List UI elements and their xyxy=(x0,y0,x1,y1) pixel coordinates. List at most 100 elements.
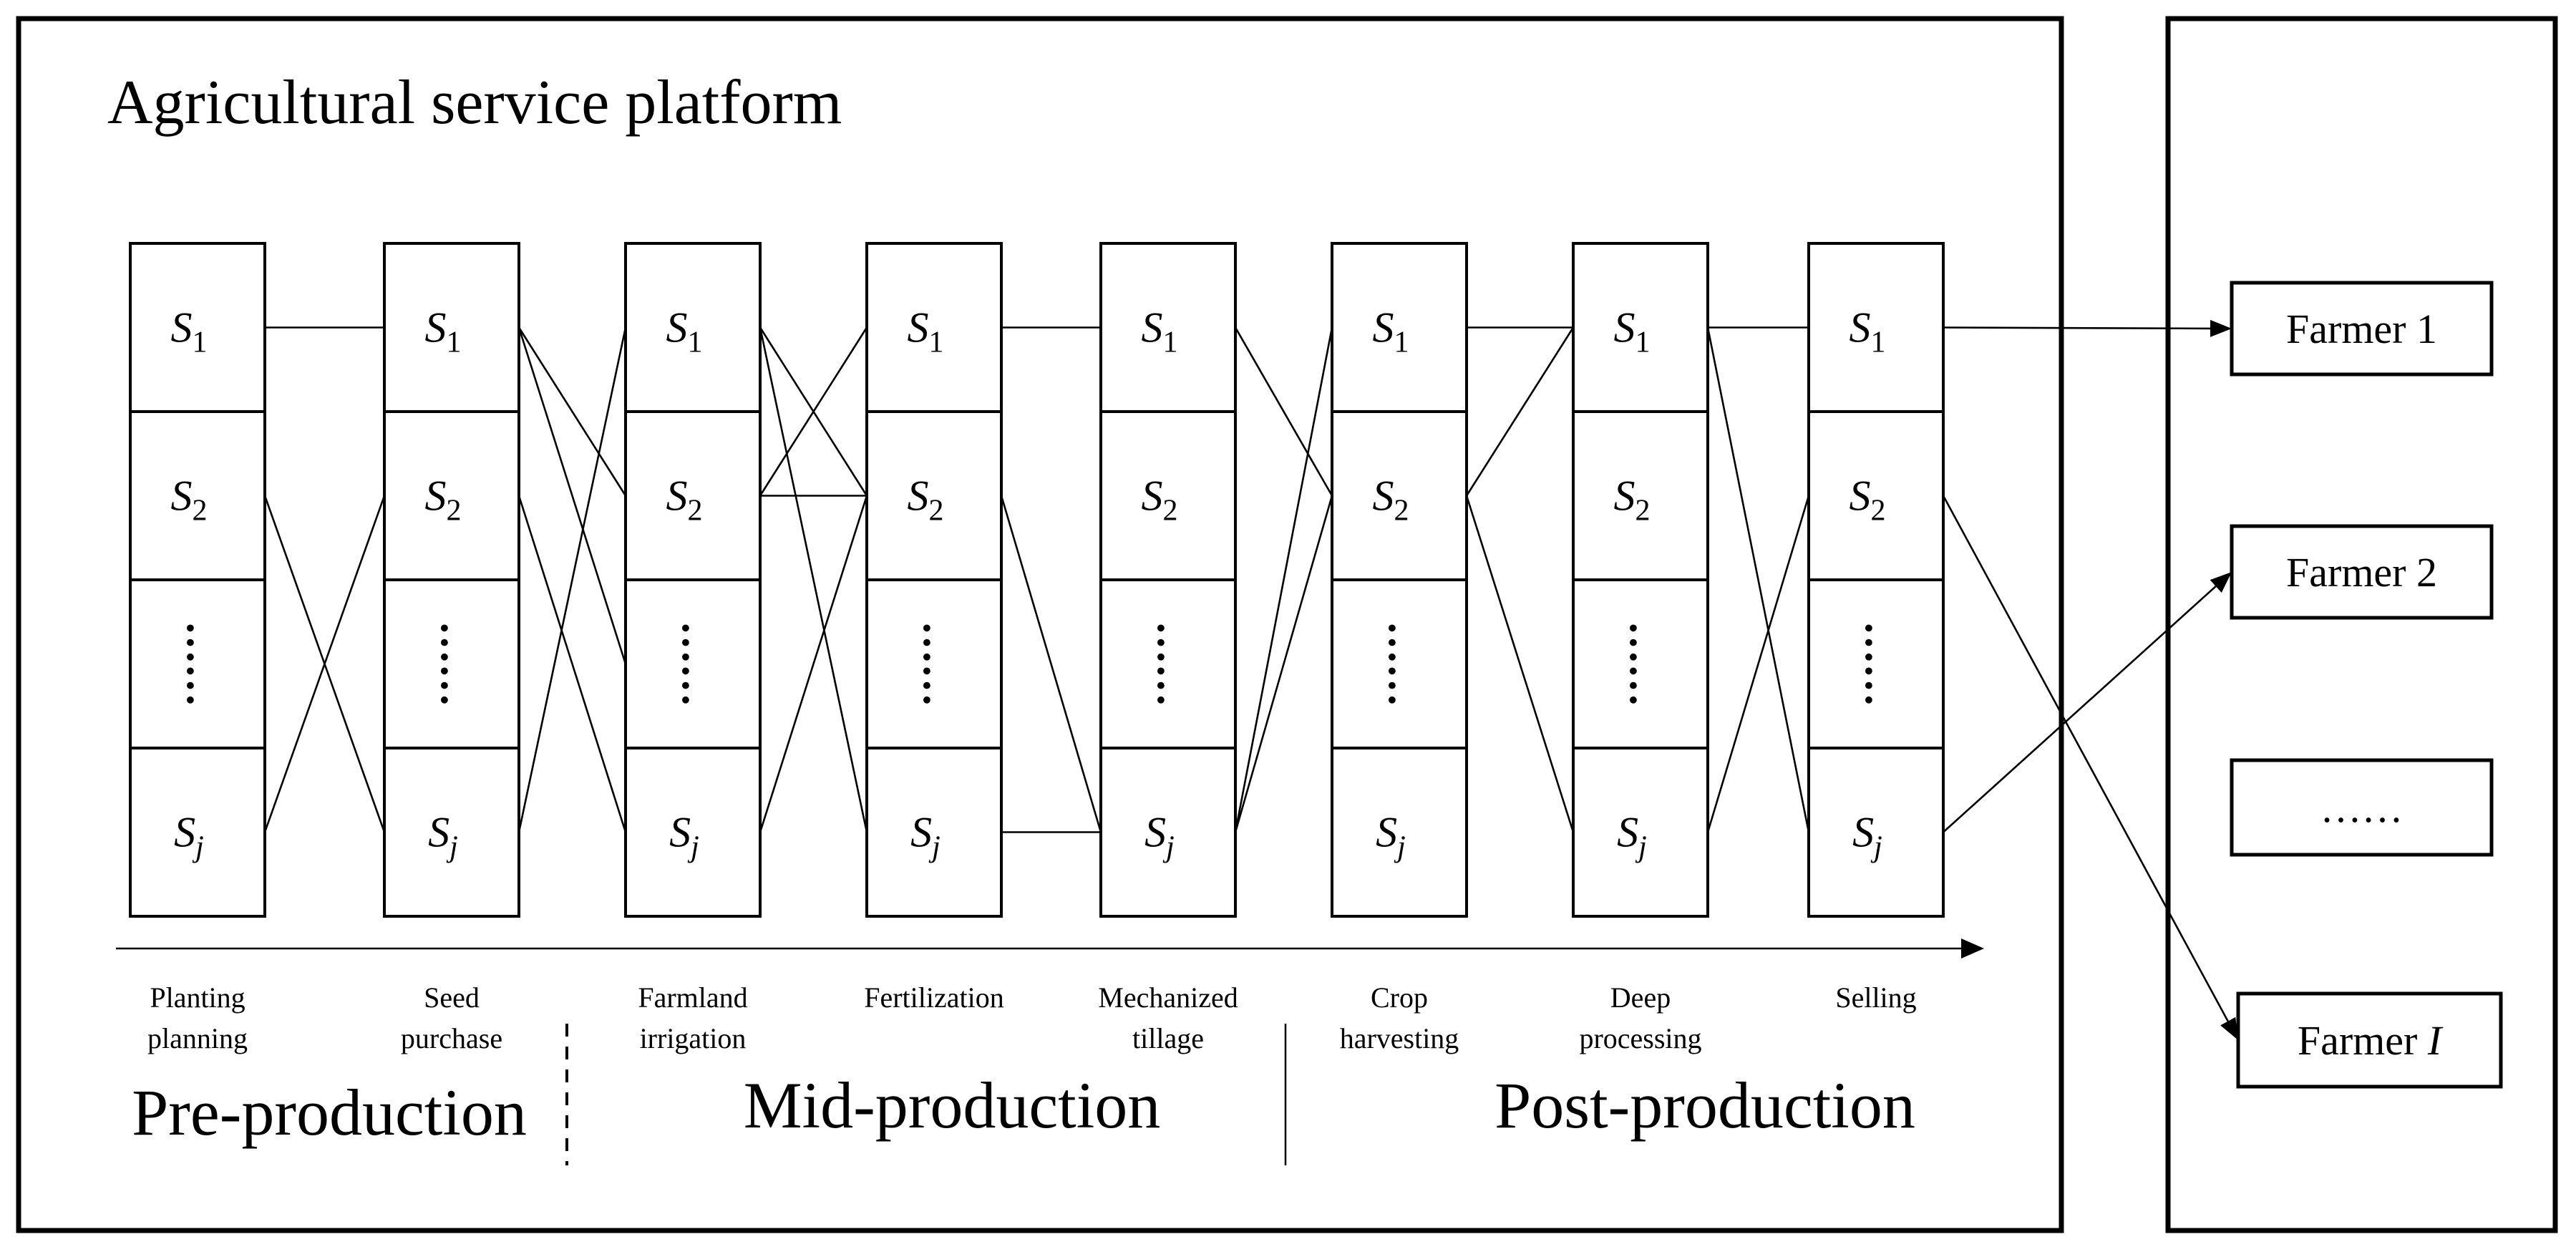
service-subscript: j xyxy=(687,831,699,864)
phase-mid-production: Mid-production xyxy=(744,1069,1161,1142)
farmer-link xyxy=(1943,326,2211,330)
stage-label: Fertilization xyxy=(864,981,1004,1014)
service-subscript: 1 xyxy=(929,326,944,359)
vertical-ellipsis: …… xyxy=(178,621,225,707)
service-cell xyxy=(129,747,266,918)
service-subscript: j xyxy=(928,831,941,864)
service-subscript: 2 xyxy=(193,495,208,528)
farmer-box-2: Farmer 2 xyxy=(2230,524,2494,620)
service-subscript: 1 xyxy=(193,326,208,359)
phase-post-production: Post-production xyxy=(1494,1069,1915,1142)
service-subscript: 2 xyxy=(447,495,462,528)
service-subscript: 1 xyxy=(447,326,462,359)
timeline-arrowhead xyxy=(1961,938,1984,959)
vertical-ellipsis: …… xyxy=(1149,621,1196,707)
farmer-label: Farmer 1 xyxy=(2286,306,2437,352)
service-link xyxy=(517,327,627,833)
service-links xyxy=(263,326,1810,833)
service-link xyxy=(1706,327,1810,833)
service-subscript: j xyxy=(192,831,204,864)
service-cell xyxy=(383,410,520,581)
service-subscript: 1 xyxy=(1163,326,1178,359)
platform-title: Agricultural service platform xyxy=(107,68,842,137)
service-subscript: 1 xyxy=(1871,326,1886,359)
service-cell xyxy=(624,747,762,918)
service-subscript: j xyxy=(1162,831,1175,864)
service-cell xyxy=(865,242,1003,413)
service-cell xyxy=(1331,410,1468,581)
service-subscript: j xyxy=(1870,831,1882,864)
farmer-label: Farmer I xyxy=(2298,1017,2444,1064)
service-subscript: 2 xyxy=(1635,495,1651,528)
service-link xyxy=(517,495,627,833)
vertical-ellipsis: …… xyxy=(432,621,480,707)
service-cell xyxy=(129,578,266,749)
service-cell xyxy=(1572,747,1709,918)
vertical-ellipsis: …… xyxy=(1621,621,1668,707)
vertical-ellipsis: …… xyxy=(915,621,962,707)
service-cell xyxy=(1807,578,1945,749)
farmer-box-1: Farmer 1 xyxy=(2230,281,2494,377)
service-subscript: 2 xyxy=(688,495,703,528)
farmer-list: Farmer 1 Farmer 2 …… Farmer I xyxy=(2230,281,2503,1089)
service-subscript: j xyxy=(446,831,458,864)
vertical-ellipsis: …… xyxy=(1380,621,1427,707)
phase-pre-production: Pre-production xyxy=(132,1076,527,1149)
service-cell xyxy=(624,410,762,581)
farmer-box-4: Farmer I xyxy=(2236,991,2503,1089)
service-subscript: 2 xyxy=(1394,495,1409,528)
service-link xyxy=(759,495,868,833)
service-subscript: 1 xyxy=(1394,326,1409,359)
farmer-links xyxy=(1942,319,2238,1040)
service-subscript: j xyxy=(1394,831,1406,864)
service-cell xyxy=(1099,410,1237,581)
service-cell xyxy=(865,578,1003,749)
farmer-label: Farmer 2 xyxy=(2286,549,2437,596)
stage-label: Selling xyxy=(1835,981,1916,1014)
farmers-frame xyxy=(2165,16,2558,1233)
service-cell xyxy=(383,242,520,413)
service-link xyxy=(1706,495,1810,833)
service-cell xyxy=(1572,578,1709,749)
service-subscript: 2 xyxy=(1163,495,1178,528)
service-cell xyxy=(1099,747,1237,918)
service-cell xyxy=(129,242,266,413)
service-cell xyxy=(1572,410,1709,581)
service-subscript: 1 xyxy=(688,326,703,359)
vertical-ellipsis: …… xyxy=(674,621,721,707)
service-label: S1 xyxy=(908,304,944,359)
service-link xyxy=(517,326,627,497)
service-cell xyxy=(1099,242,1237,413)
service-link xyxy=(759,327,868,833)
service-cell xyxy=(1807,747,1945,918)
farmer-box-frame xyxy=(2236,991,2503,1089)
service-cell xyxy=(383,747,520,918)
service-label: S1 xyxy=(1614,304,1651,359)
service-columns: S1S2……SjS1S2……SjS1S2……SjS1S2……SjS1S2……Sj… xyxy=(129,242,1945,918)
service-cell xyxy=(1807,410,1945,581)
farmer-box-frame xyxy=(2230,281,2494,377)
farmer-label: …… xyxy=(2320,785,2404,831)
farmer-link xyxy=(1942,495,2229,1022)
service-link xyxy=(1234,327,1333,833)
service-subscript: j xyxy=(1635,831,1647,864)
service-link xyxy=(517,327,627,664)
service-cell xyxy=(1331,747,1468,918)
farmer-box-frame xyxy=(2230,758,2494,857)
platform-frame xyxy=(16,16,2064,1233)
farmer-link-arrowhead xyxy=(2210,572,2232,593)
